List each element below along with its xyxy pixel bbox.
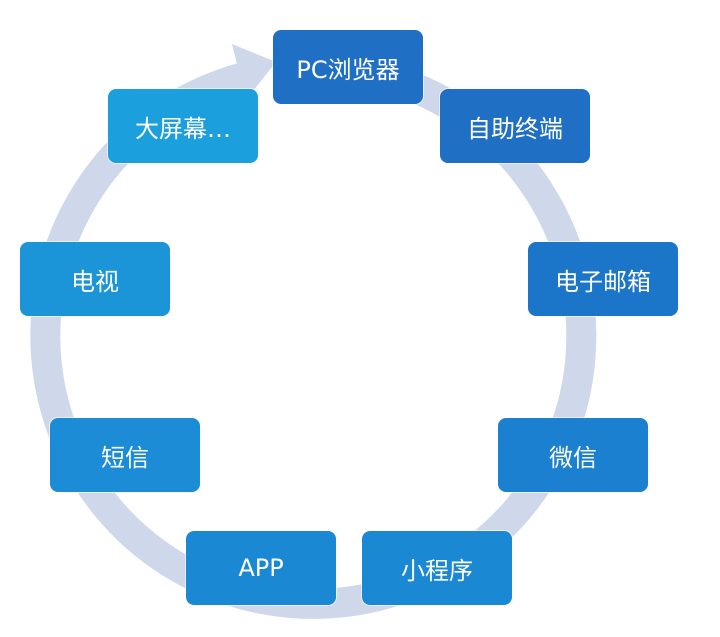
node-wechat: 微信 [498, 418, 648, 492]
node-mini-program-label: 小程序 [401, 556, 473, 585]
node-app-label: APP [238, 554, 284, 582]
node-wechat-label: 微信 [549, 443, 597, 472]
node-sms: 短信 [50, 418, 200, 492]
node-sms-label: 短信 [101, 443, 149, 472]
node-mini-program: 小程序 [362, 531, 512, 605]
node-self-service-terminal: 自助终端 [440, 89, 590, 163]
node-tv-label: 电视 [71, 267, 119, 296]
cycle-arrow-head [232, 44, 276, 100]
node-pc-browser-label: PC浏览器 [296, 55, 400, 84]
node-big-screen-label: 大屏幕… [135, 114, 231, 143]
node-tv: 电视 [20, 242, 170, 316]
node-app: APP [186, 531, 336, 605]
node-email-label: 电子邮箱 [555, 267, 651, 296]
node-self-service-terminal-label: 自助终端 [467, 114, 563, 143]
node-email: 电子邮箱 [528, 242, 678, 316]
node-pc-browser: PC浏览器 [273, 30, 423, 104]
node-big-screen: 大屏幕… [108, 89, 258, 163]
